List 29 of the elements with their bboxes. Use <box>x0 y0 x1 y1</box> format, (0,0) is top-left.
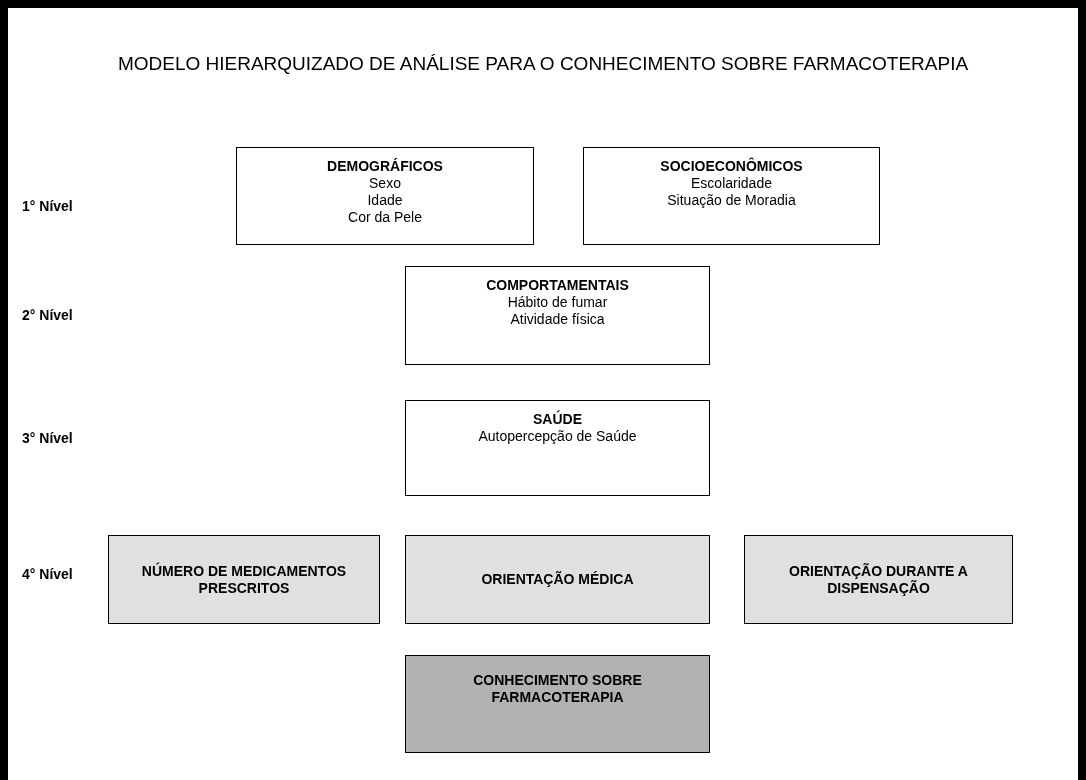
category-box <box>405 400 710 496</box>
level-label: 2° Nível <box>22 307 73 323</box>
box-heading: COMPORTAMENTAIS <box>486 277 629 294</box>
level-label: 1° Nível <box>22 198 73 214</box>
box-heading: CONHECIMENTO SOBRE FARMACOTERAPIA <box>472 671 643 706</box>
box-heading: DEMOGRÁFICOS <box>327 158 443 175</box>
variable-label: Idade <box>367 192 403 209</box>
category-box <box>405 655 710 753</box>
box-heading: SAÚDE <box>533 411 582 428</box>
box-heading: SOCIOECONÔMICOS <box>660 158 803 175</box>
level-label: 3° Nível <box>22 430 73 446</box>
level-label: 4° Nível <box>22 566 73 582</box>
box-heading: NÚMERO DE MEDICAMENTOS PRESCRITOS <box>140 562 348 597</box>
category-box <box>744 535 1013 624</box>
category-box <box>236 147 534 245</box>
variable-label: Escolaridade <box>691 175 772 192</box>
category-box <box>583 147 880 245</box>
box-heading: ORIENTAÇÃO DURANTE A DISPENSAÇÃO <box>788 562 969 597</box>
category-box <box>405 535 710 624</box>
variable-label: Hábito de fumar <box>507 294 608 311</box>
category-box <box>405 266 710 365</box>
variable-label: Situação de Moradia <box>667 192 796 209</box>
diagram-title: MODELO HIERARQUIZADO DE ANÁLISE PARA O CONHECIMENTO SOBRE FARMACOTERAPIA <box>116 52 970 76</box>
variable-label: Sexo <box>369 175 401 192</box>
category-box <box>108 535 380 624</box>
variable-label: Atividade física <box>510 311 605 328</box>
box-heading: ORIENTAÇÃO MÉDICA <box>481 571 634 588</box>
variable-label: Cor da Pele <box>348 209 422 226</box>
variable-label: Autopercepção de Saúde <box>478 428 637 445</box>
